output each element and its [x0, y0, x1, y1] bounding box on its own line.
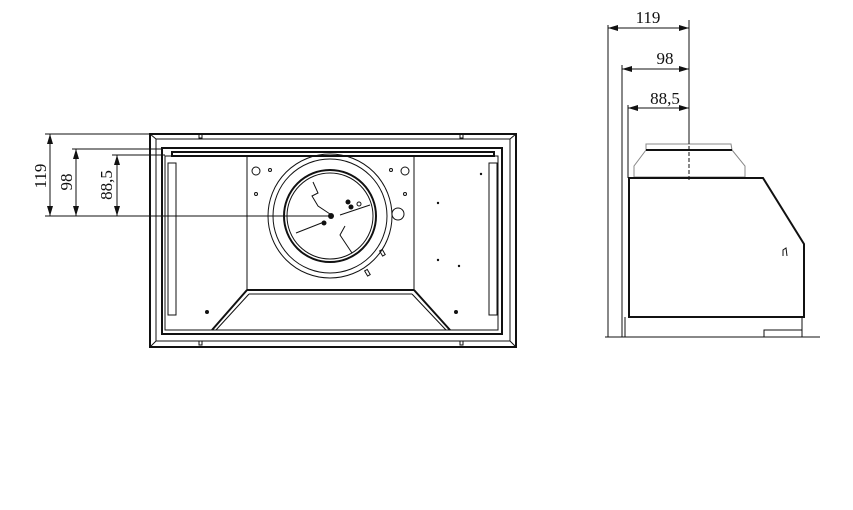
front-dimensions: 119 98 88,5	[31, 133, 330, 217]
outer-frame	[149, 133, 517, 348]
side-dim-98: 98	[657, 49, 674, 68]
side-dim-88-5: 88,5	[650, 89, 680, 108]
hood-body	[628, 177, 805, 318]
front-dim-119: 119	[31, 164, 50, 189]
side-dimensions: 119 98 88,5	[607, 8, 689, 337]
front-view	[149, 133, 517, 348]
center-panel	[246, 155, 415, 291]
front-dim-98: 98	[57, 174, 76, 191]
side-dim-119: 119	[636, 8, 661, 27]
side-view	[605, 20, 820, 338]
inner-frame	[161, 147, 503, 335]
front-dim-88-5: 88,5	[97, 170, 116, 200]
